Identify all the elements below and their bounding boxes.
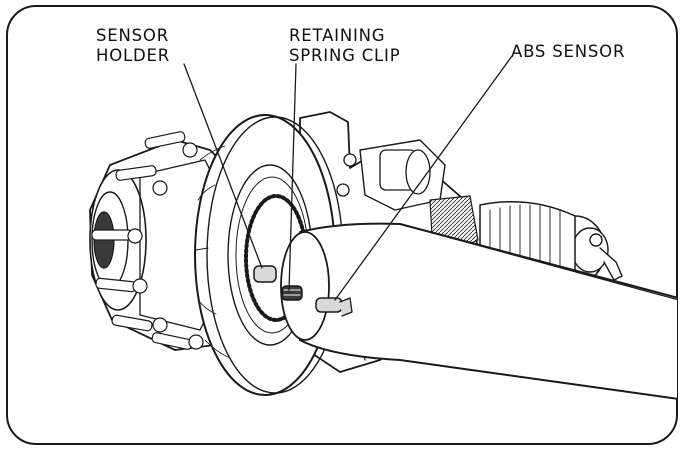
- sensor-holder-leader-line: [183, 63, 263, 269]
- sensor-holder-callout: SENSOR HOLDER: [96, 26, 170, 65]
- retaining-spring-clip-callout: RETAINING SPRING CLIP: [289, 26, 401, 65]
- abs-sensor-callout: ABS SENSOR: [511, 42, 626, 61]
- sensor-holder-part: [253, 265, 277, 283]
- abs-sensor-part: [315, 297, 353, 317]
- callout-leader-lines: [183, 55, 513, 301]
- retaining-clip-leader-line: [288, 63, 297, 291]
- axle-tube: [280, 222, 677, 401]
- retaining-spring-clip-part: [281, 285, 303, 301]
- abs-sensor-leader-line: [334, 55, 513, 301]
